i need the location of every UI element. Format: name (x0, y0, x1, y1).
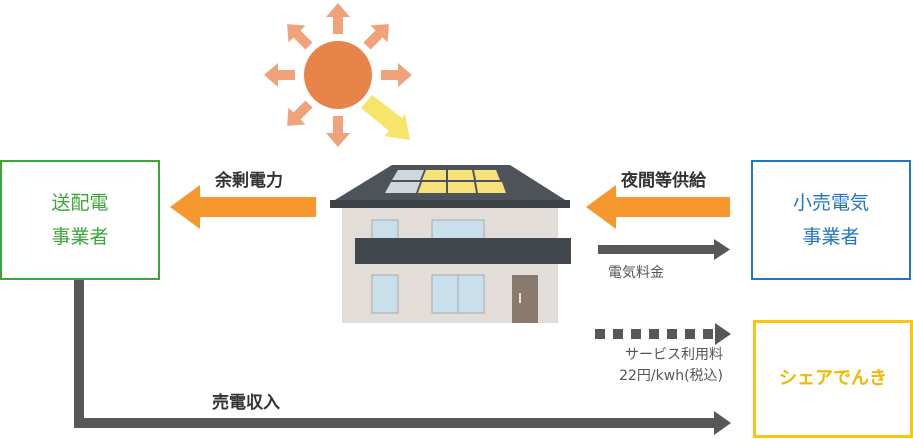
grid-operator-label-line2: 事業者 (51, 226, 109, 248)
service-fee-arrow (595, 323, 731, 345)
electricity-fee-arrow (598, 239, 730, 260)
night-supply-arrow (586, 185, 730, 229)
surplus-power-arrow (170, 185, 316, 229)
surplus-power-label: 余剰電力 (215, 171, 283, 191)
house-illustration (330, 165, 571, 323)
retailer-box: 小売電気 事業者 (751, 160, 911, 280)
service-fee-label-line2: 22円/kwh(税込) (619, 368, 723, 384)
electricity-fee-label: 電気料金 (608, 265, 664, 281)
grid-operator-box: 送配電 事業者 (0, 160, 160, 280)
night-supply-label: 夜間等供給 (621, 171, 706, 191)
service-fee-label-line1: サービス利用料 (625, 347, 723, 363)
sales-income-label: 売電収入 (212, 393, 280, 413)
retailer-label-line1: 小売電気 (792, 192, 869, 214)
grid-operator-label-line1: 送配電 (51, 192, 109, 214)
sun-icon (264, 3, 412, 147)
sales-income-arrow (74, 280, 731, 435)
share-denki-box: シェアでんき (753, 320, 913, 438)
retailer-label-line2: 事業者 (802, 226, 860, 248)
share-denki-label: シェアでんき (779, 368, 887, 389)
solar-panel-icon (385, 170, 506, 193)
